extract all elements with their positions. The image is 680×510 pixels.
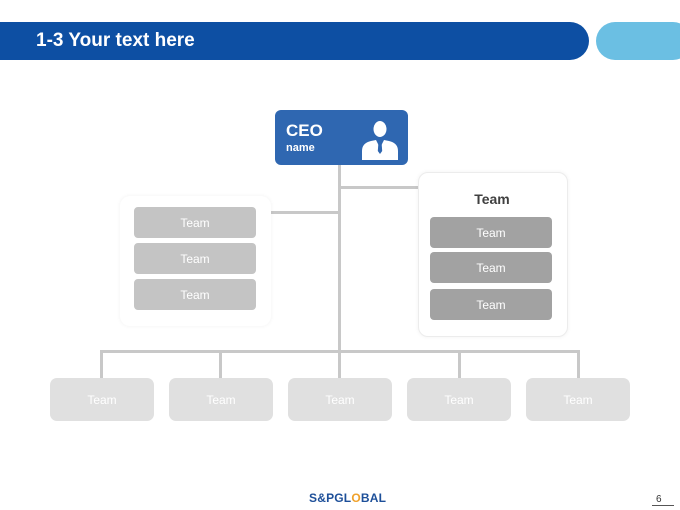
team-label: Team bbox=[206, 392, 236, 407]
team-label: Team bbox=[563, 392, 593, 407]
connector-drop-4 bbox=[458, 350, 461, 378]
logo-text-start: S&PGL bbox=[309, 491, 352, 505]
team-label: Team bbox=[476, 297, 506, 312]
page-title: 1-3 Your text here bbox=[36, 30, 195, 51]
bottom-team-box: Team bbox=[407, 378, 511, 421]
left-team-box: Team bbox=[134, 207, 256, 238]
title-bar bbox=[0, 22, 589, 60]
ceo-title: CEO bbox=[286, 121, 323, 140]
left-team-box: Team bbox=[134, 279, 256, 310]
logo-text-end: BAL bbox=[360, 491, 387, 505]
team-label: Team bbox=[325, 392, 355, 407]
team-label: Team bbox=[444, 392, 474, 407]
right-group-title: Team bbox=[474, 191, 510, 207]
right-team-box: Team bbox=[430, 252, 552, 283]
bottom-team-box: Team bbox=[526, 378, 630, 421]
page-number: 6 bbox=[656, 494, 662, 505]
bottom-team-box: Team bbox=[169, 378, 273, 421]
title-accent-pill bbox=[596, 22, 680, 60]
team-label: Team bbox=[87, 392, 117, 407]
logo-globe: O bbox=[351, 491, 361, 505]
connector-right-branch bbox=[340, 186, 418, 189]
ceo-name: name bbox=[286, 142, 315, 154]
team-label: Team bbox=[180, 251, 210, 266]
bottom-team-box: Team bbox=[288, 378, 392, 421]
connector-drop-3 bbox=[338, 350, 341, 378]
person-icon bbox=[362, 121, 398, 160]
team-label: Team bbox=[180, 287, 210, 302]
right-team-box: Team bbox=[430, 289, 552, 320]
right-team-box: Team bbox=[430, 217, 552, 248]
page-number-underline bbox=[652, 505, 674, 506]
connector-ceo-vertical bbox=[338, 165, 341, 352]
connector-drop-1 bbox=[100, 350, 103, 378]
team-label: Team bbox=[180, 215, 210, 230]
connector-left-branch bbox=[271, 211, 339, 214]
team-label: Team bbox=[476, 225, 506, 240]
team-label: Team bbox=[476, 260, 506, 275]
company-logo: S&PGLOBAL bbox=[309, 490, 386, 506]
connector-drop-5 bbox=[577, 350, 580, 378]
connector-drop-2 bbox=[219, 350, 222, 378]
bottom-team-box: Team bbox=[50, 378, 154, 421]
left-team-box: Team bbox=[134, 243, 256, 274]
